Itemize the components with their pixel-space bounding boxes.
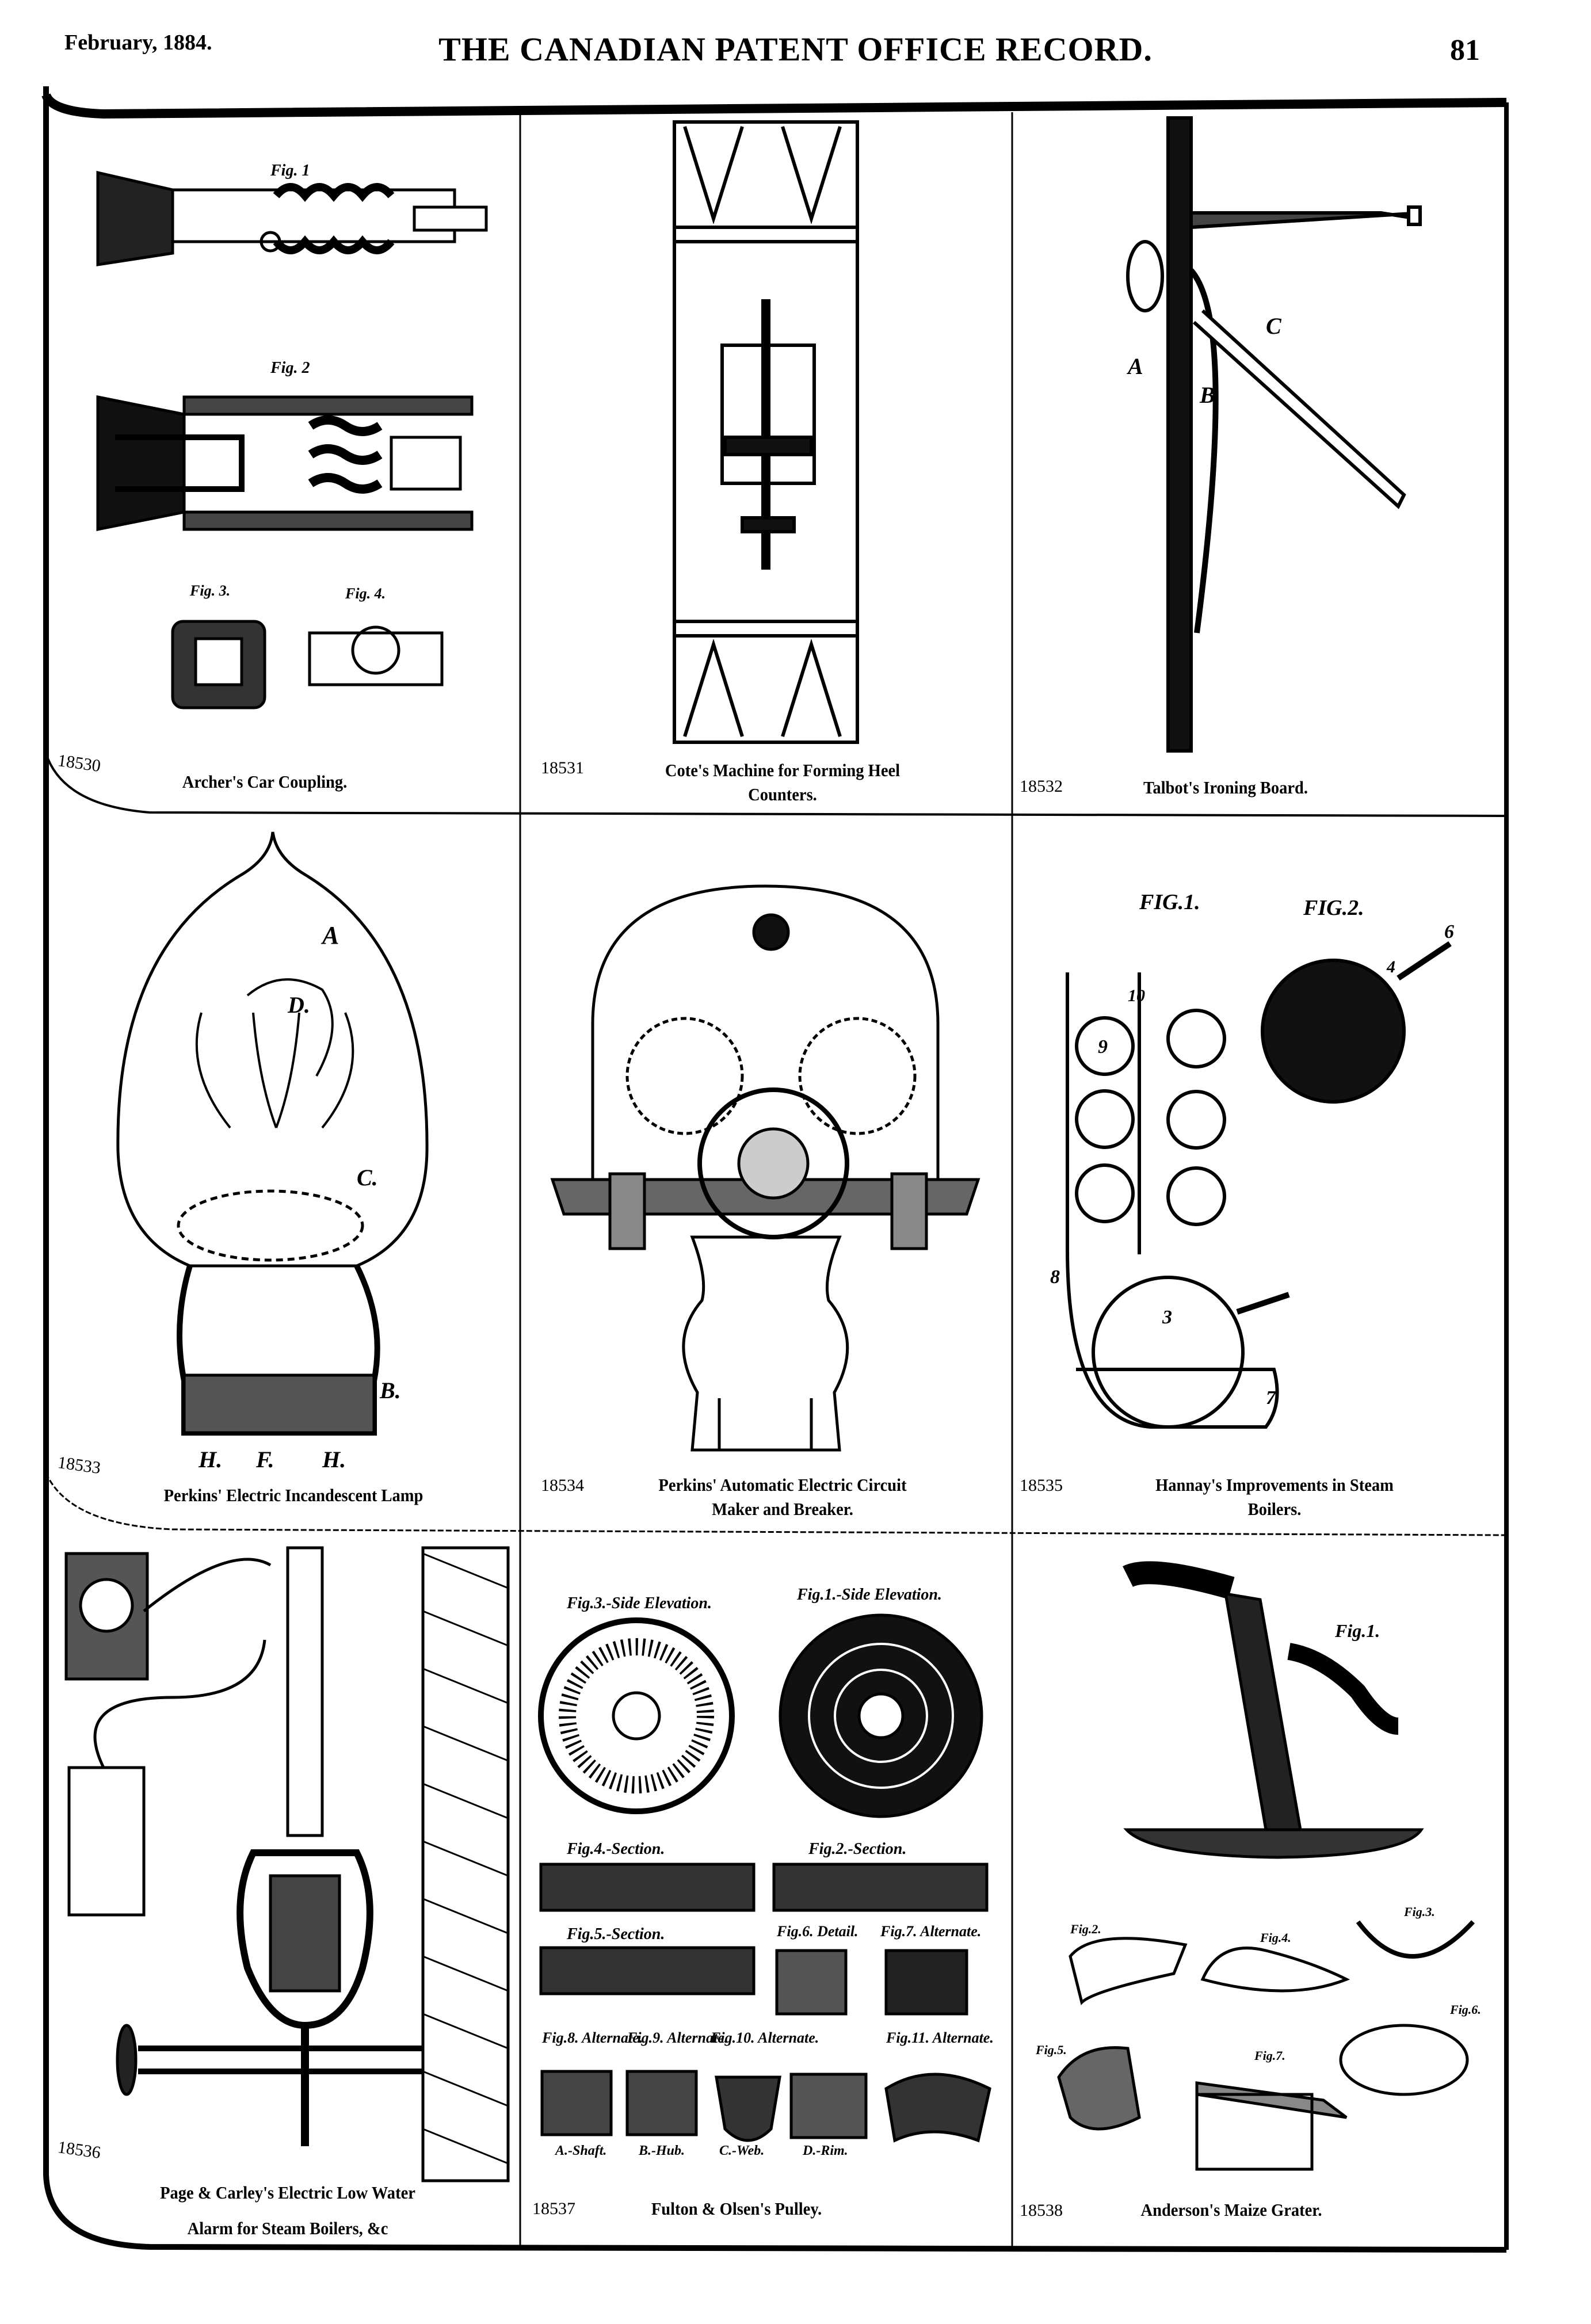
caption-line: Boilers.: [1247, 1499, 1302, 1519]
patent-number: 18532: [1020, 777, 1063, 796]
legend-label: C.-Web.: [719, 2143, 764, 2158]
figure-label: Fig.7.: [1254, 2048, 1285, 2063]
legend-label: D.-Rim.: [802, 2143, 848, 2158]
drawing-incandescent-lamp: A D. C. B. H. F. H.: [116, 831, 429, 1472]
figure-label: 10: [1128, 986, 1145, 1005]
drawing-circuit-breaker: [550, 884, 980, 1452]
figure-label: D.: [287, 992, 310, 1018]
figure-label: FIG.1.: [1139, 890, 1200, 914]
figure-label: 4: [1386, 957, 1395, 976]
figure-label: 7: [1266, 1387, 1277, 1409]
figure-label: H.: [322, 1447, 346, 1472]
figure-label: F.: [255, 1447, 274, 1472]
figure-label: Fig.2.: [1070, 1922, 1101, 1936]
figure-label: B.: [379, 1377, 401, 1403]
figure-label: Fig.7. Alternate.: [880, 1923, 981, 1940]
figure-label: 6: [1444, 921, 1454, 942]
patent-caption: Anderson's Maize Grater.: [1104, 2198, 1359, 2222]
caption-line: Page & Carley's Electric Low Water: [160, 2182, 415, 2203]
patent-caption: Perkins' Electric Incandescent Lamp: [124, 1483, 463, 1508]
figure-label: Fig.9. Alternate.: [627, 2029, 728, 2046]
drawing-heel-counter-machine: [673, 120, 859, 744]
figure-label: Fig.1.-Side Elevation.: [796, 1586, 942, 1604]
caption-line: Maker and Breaker.: [712, 1499, 853, 1519]
patent-number: 18534: [541, 1476, 584, 1495]
figure-label: Fig.5.-Section.: [566, 1925, 665, 1943]
issue-date: February, 1884.: [64, 30, 212, 55]
figure-label: Fig. 4.: [345, 585, 386, 602]
figure-label: Fig.4.: [1260, 1930, 1291, 1945]
figure-label: Fig. 1: [270, 162, 310, 180]
caption-line: Fulton & Olsen's Pulley.: [651, 2199, 822, 2219]
page-frame: [41, 86, 1509, 2253]
figure-label: Fig. 2: [270, 359, 310, 377]
caption-line: Counters.: [748, 784, 817, 804]
page-number: 81: [1450, 34, 1480, 67]
patent-number: 18535: [1020, 1476, 1063, 1495]
drawing-pulley: Fig.3.-Side Elevation. Fig.1.-Side Eleva…: [538, 1586, 994, 2158]
patent-caption: Talbot's Ironing Board.: [1104, 776, 1347, 800]
publication-title: THE CANADIAN PATENT OFFICE RECORD.: [438, 30, 1153, 68]
figure-label: Fig.3.: [1403, 1905, 1435, 1919]
figure-label: Fig.5.: [1035, 2043, 1067, 2057]
caption-line: Archer's Car Coupling.: [182, 772, 348, 792]
drawing-steam-boilers: FIG.1. FIG.2. 9 3 6 4 8 7 10: [1050, 890, 1454, 1429]
patent-number: 18537: [532, 2199, 575, 2218]
figure-label: Fig.6.: [1449, 2002, 1481, 2017]
figure-label: Fig.8. Alternate.: [541, 2029, 643, 2046]
caption-line: Alarm for Steam Boilers, &c: [187, 2218, 388, 2238]
figure-label: Fig.3.-Side Elevation.: [566, 1594, 712, 1612]
drawing-maize-grater: Fig.1. Fig.2. Fig.5. Fig.4. Fig.3. Fig.6…: [1035, 1561, 1481, 2171]
figure-label: Fig. 3.: [189, 582, 230, 599]
caption-line: Perkins' Electric Incandescent Lamp: [163, 1485, 423, 1505]
caption-line: Talbot's Ironing Board.: [1143, 777, 1308, 797]
caption-line: Cote's Machine for Forming Heel: [665, 760, 901, 780]
figure-label: 9: [1098, 1036, 1108, 1058]
figure-label: C.: [357, 1165, 378, 1190]
figure-label: Fig.11. Alternate.: [886, 2029, 994, 2046]
caption-line: Anderson's Maize Grater.: [1140, 2200, 1322, 2220]
figure-label: B: [1199, 382, 1215, 408]
drawing-low-water-alarm: [64, 1546, 510, 2182]
patent-caption: Archer's Car Coupling.: [132, 770, 397, 794]
figure-label: C: [1266, 313, 1282, 339]
legend-label: B.-Hub.: [638, 2143, 685, 2158]
patent-number: 18538: [1020, 2201, 1063, 2220]
figure-label: H.: [198, 1447, 222, 1472]
figure-label: Fig.10. Alternate.: [710, 2029, 819, 2046]
figure-label: A: [321, 921, 339, 949]
figure-label: Fig.6. Detail.: [776, 1923, 859, 1940]
patent-caption: Fulton & Olsen's Pulley.: [620, 2197, 853, 2221]
patent-number: 18531: [541, 758, 584, 777]
figure-label: FIG.2.: [1303, 896, 1364, 920]
figure-label: Fig.2.-Section.: [808, 1840, 906, 1858]
figure-label: 8: [1050, 1266, 1060, 1288]
caption-line: Perkins' Automatic Electric Circuit: [658, 1475, 907, 1495]
legend-label: A.-Shaft.: [554, 2143, 606, 2158]
figure-label: 3: [1162, 1307, 1172, 1328]
caption-line: Hannay's Improvements in Steam: [1155, 1475, 1394, 1495]
figure-label: Fig.4.-Section.: [566, 1840, 665, 1858]
drawing-ironing-board: A B C: [1126, 116, 1422, 753]
figure-label: Fig.1.: [1334, 1620, 1380, 1641]
drawing-car-coupling: Fig. 1 Fig. 2 Fig. 3. Fig. 4.: [96, 162, 488, 709]
figure-label: A: [1126, 353, 1143, 379]
